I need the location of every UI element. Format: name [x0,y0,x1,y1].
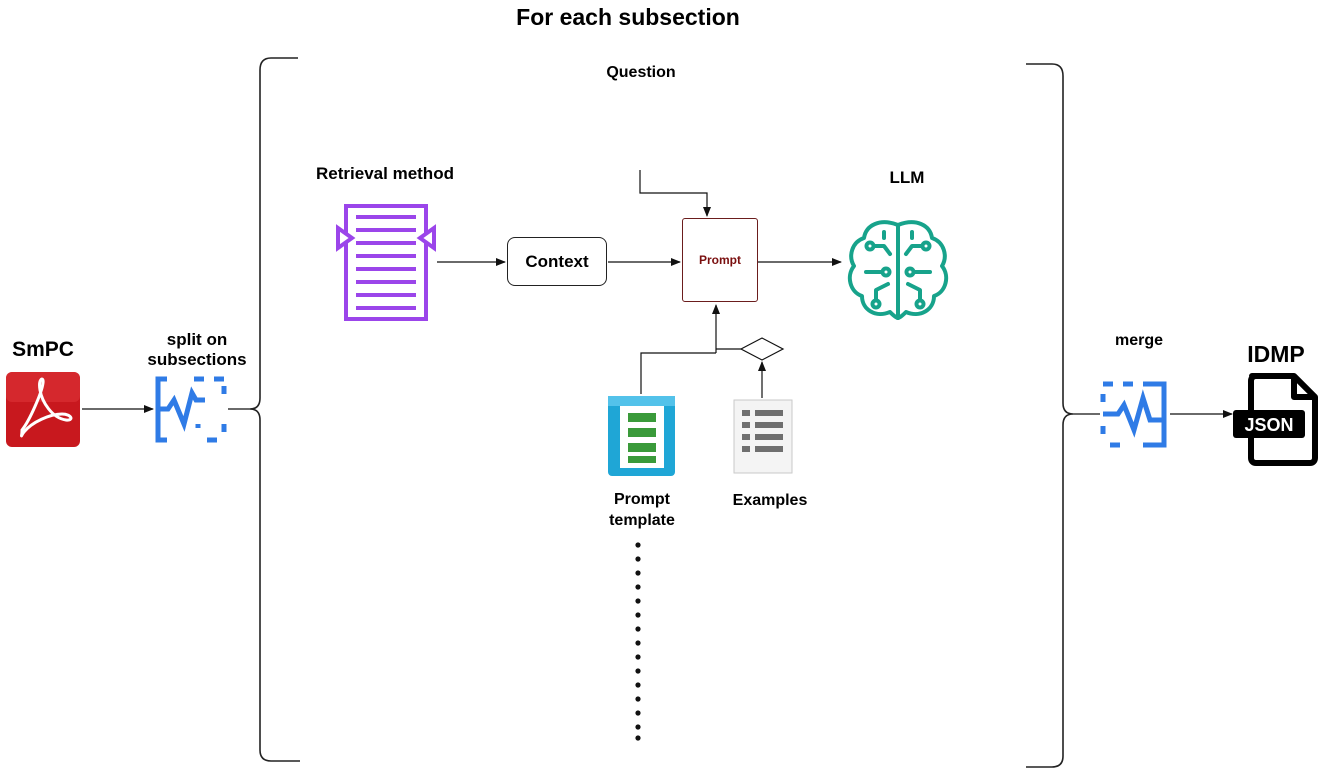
question-label: Question [606,64,676,81]
merge-label: merge [1114,332,1164,349]
join-diamond [739,337,785,361]
json-label: JSON [1244,415,1293,435]
prompt-template-line2: template [609,512,675,529]
split-label-line1: split on [166,330,228,349]
json-file-icon: JSON [1233,373,1318,466]
dotted-continuation [635,542,641,741]
split-label-line2: subsections [147,350,247,369]
left-bracket [249,57,300,762]
split-icon [155,376,227,443]
brain-circuit-icon [847,220,949,320]
prompt-template-label: Prompt template [609,489,675,531]
list-document-icon [733,399,793,474]
examples-label: Examples [732,492,808,509]
diagram-title: For each subsection [516,4,740,30]
smpc-label: SmPC [12,338,74,361]
llm-label: LLM [889,168,925,187]
retrieval-method-label: Retrieval method [316,164,454,183]
prompt-template-icon [608,396,675,476]
pdf-icon [6,372,80,447]
prompt-node: Prompt [682,218,758,302]
idmp-label: IDMP [1247,341,1305,367]
context-node: Context [507,237,607,286]
split-label: split on subsections [147,330,246,370]
right-bracket [1026,63,1074,768]
arrow-question-to-prompt [639,170,711,217]
prompt-template-line1: Prompt [613,491,670,508]
line-template-to-join [640,352,716,394]
document-retrieval-icon [336,204,436,321]
merge-icon [1100,381,1167,448]
